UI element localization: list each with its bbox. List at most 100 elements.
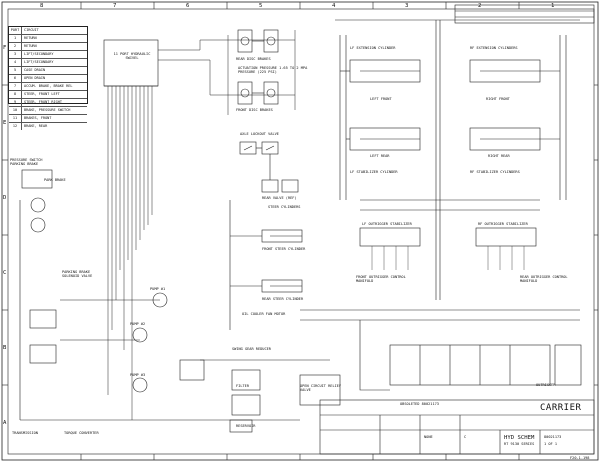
rear-steer-label: REAR STEER CYLINDER xyxy=(262,297,304,301)
left-rear-label: LEFT REAR xyxy=(370,154,390,158)
inner-border xyxy=(7,8,595,455)
legend-port: 2 xyxy=(9,43,22,50)
rf-stab-label: RF STABILIZER CYLINDERS xyxy=(470,170,520,174)
legend-circuit: CASE DRAIN xyxy=(24,68,46,72)
cooler-filter-group xyxy=(200,359,341,433)
drawing-subtitle: RT 9130 SERIES xyxy=(504,442,535,446)
steer-cylinders xyxy=(229,200,303,330)
front-disc-label: FRONT DISC BRAKES xyxy=(236,108,273,112)
legend-circuit: BRAKES, FRONT xyxy=(24,116,52,120)
legend-port: 9 xyxy=(9,99,22,106)
legend-header-circuit: CIRCUIT xyxy=(24,28,39,32)
outrigger-manifolds xyxy=(359,199,540,270)
obsoleted-text: OBSOLETED 80021173 xyxy=(400,402,439,406)
zone-num-4: 4 xyxy=(332,3,336,9)
outrigger-label: OUTRIGGER xyxy=(536,383,556,387)
rf-outrigger-label: RF OUTRIGGER STABILIZER xyxy=(478,222,528,226)
title-block xyxy=(319,4,595,455)
legend-port: 5 xyxy=(9,67,22,74)
legend-circuit: BRAKE, PRESSURE SWITCH xyxy=(24,108,71,112)
legend-circuit: OPEN DRAIN xyxy=(24,76,46,80)
extension-cylinders xyxy=(335,19,580,300)
right-rear-label: RIGHT REAR xyxy=(488,154,510,158)
park-brake-label: PARK BRAKE xyxy=(44,178,66,182)
zone-num-8: 8 xyxy=(40,3,44,9)
lf-outrigger-label: LF OUTRIGGER STABILIZER xyxy=(362,222,412,226)
revision-value: C xyxy=(464,435,467,439)
legend-circuit: BRAKE, REAR xyxy=(24,124,48,128)
legend-port: 12 xyxy=(9,123,22,130)
footer-code: F20-1.198 xyxy=(570,456,590,460)
scale-value: NONE xyxy=(424,435,433,439)
legend-port: 3 xyxy=(9,51,22,58)
zone-num-3: 3 xyxy=(405,3,409,9)
zone-num-1: 1 xyxy=(551,3,555,9)
front-disc-brakes xyxy=(237,81,279,105)
relief-label: OPEN CIRCUIT RELIEF VALVE xyxy=(300,384,342,392)
torque-converter-label: TORQUE CONVERTER xyxy=(64,431,99,435)
lf-ext-label: LF EXTENSION CYLINDER xyxy=(350,46,396,50)
brake-lines xyxy=(158,30,296,115)
zone-letter-b: B xyxy=(3,345,7,351)
left-front-label: LEFT FRONT xyxy=(370,97,392,101)
control-valve-bank xyxy=(300,309,582,391)
zone-num-2: 2 xyxy=(478,3,482,9)
zone-letter-a: A xyxy=(3,420,7,426)
oil-cooler-label: OIL COOLER FAN MOTOR xyxy=(242,312,286,316)
legend-port: 6 xyxy=(9,75,22,82)
lf-stab-label: LF STABILIZER CYLINDER xyxy=(350,170,398,174)
zone-ticks xyxy=(2,2,598,460)
legend-port: 4 xyxy=(9,59,22,66)
legend-port: 1 xyxy=(9,35,22,42)
legend-port: 10 xyxy=(9,107,22,114)
zone-num-6: 6 xyxy=(186,3,190,9)
legend-port: 8 xyxy=(9,91,22,98)
rear-outrigger-label: REAR OUTRIGGER CONTROL MANIFOLD xyxy=(520,275,568,283)
legend-circuit: RETURN xyxy=(24,36,37,40)
steer-cyl-label: STEER CYLINDERS xyxy=(268,205,301,209)
actuation-label: ACTUATION PRESSURE 1.65 TO 2 MPA PRESSUR… xyxy=(238,66,308,74)
swivel-label: 11 PORT HYDRAULIC SWIVEL xyxy=(113,52,151,60)
zone-letter-c: C xyxy=(3,270,7,276)
legend-port: 11 xyxy=(9,115,22,122)
hydraulic-swivel xyxy=(103,39,159,420)
reservoir-label: RESERVOIR xyxy=(236,424,256,428)
zone-letter-f: F xyxy=(3,45,7,51)
front-outrigger-label: FRONT OUTRIGGER CONTROL MANIFOLD xyxy=(356,275,406,283)
front-steer-label: FRONT STEER CYLINDER xyxy=(262,247,306,251)
right-front-label: RIGHT FRONT xyxy=(486,97,510,101)
sheet-number: 1 OF 1 xyxy=(544,442,557,446)
pump1-label: PUMP #1 xyxy=(150,287,166,291)
legend-circuit: STEER, FRONT RIGHT xyxy=(24,100,62,104)
filter-label: FILTER xyxy=(236,384,249,388)
rear-disc-brakes xyxy=(237,29,279,53)
rf-ext-label: RF EXTENSION CYLINDERS xyxy=(470,46,518,50)
drawing-title: HYD SCHEM xyxy=(504,435,535,441)
legend-circuit: RETURN xyxy=(24,44,37,48)
legend-circuit: STEER, FRONT LEFT xyxy=(24,92,60,96)
zone-num-5: 5 xyxy=(259,3,263,9)
pressure-switch-label: PRESSURE SWITCH PARKING BRAKE xyxy=(10,158,43,166)
zone-num-7: 7 xyxy=(113,3,117,9)
rear-disc-label: REAR DISC BRAKES xyxy=(236,57,271,61)
rear-valve-label: REAR VALVE (REF) xyxy=(262,196,297,200)
legend-header-port: PORT xyxy=(9,27,22,34)
zone-letter-d: D xyxy=(3,195,7,201)
axle-lockout-label: AXLE LOCKOUT VALVE xyxy=(240,132,279,136)
legend-circuit: ACCUM. BRAKE, BRAKE REL xyxy=(24,84,73,88)
pump-group xyxy=(19,169,205,421)
